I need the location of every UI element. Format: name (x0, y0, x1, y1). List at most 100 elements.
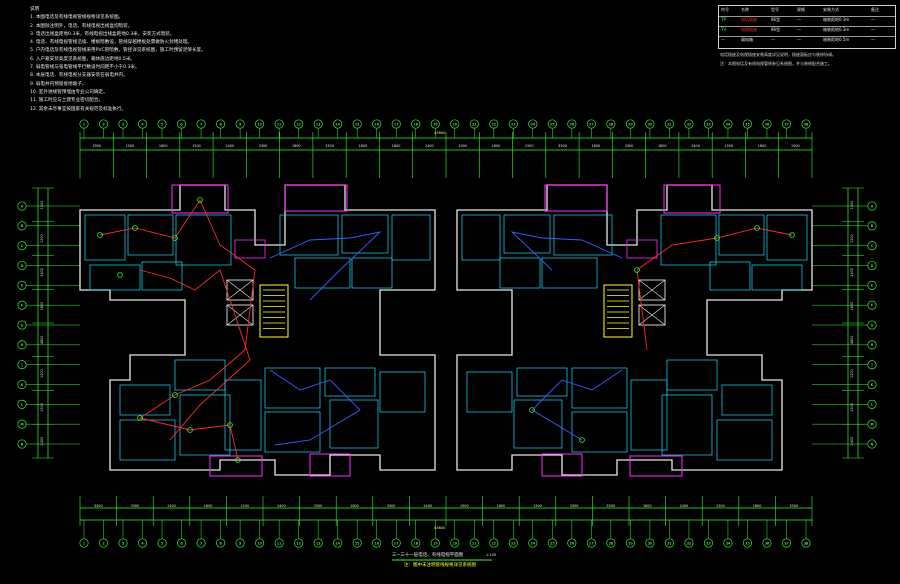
axis-bubble-icon (867, 360, 877, 370)
dimension-label: 1800 (40, 302, 44, 311)
axis-bubble-icon (17, 379, 27, 390)
legend-cell: 电话插座 (741, 17, 757, 22)
legend-cell: 备注 (871, 7, 879, 12)
room-outline (175, 214, 232, 266)
axis-bubble-icon (489, 538, 499, 548)
axis-bubble-label: 10 (257, 122, 262, 126)
axis-bubble-icon (411, 119, 421, 129)
axis-bubble-icon (79, 119, 89, 129)
axis-bubble-icon (742, 119, 753, 129)
dimension-label: 1800 (643, 504, 652, 508)
axis-bubble-label: 4 (141, 541, 144, 545)
dimension-label: 3300 (570, 504, 579, 508)
balcony-outline (544, 184, 608, 212)
room-outline (709, 261, 751, 291)
axis-bubble-icon (118, 119, 128, 129)
axis-bubble-label: 15 (355, 541, 360, 545)
legend-cell: TP (721, 17, 726, 22)
axis-bubble-icon (469, 538, 479, 548)
tv-conduit (531, 369, 623, 441)
socket-icon (172, 392, 178, 398)
legend-row: TP 电话插座 86型 — 暗装距地0.3m — (719, 16, 895, 27)
axis-bubble-label: 1 (83, 541, 85, 545)
axis-bubble-label: 20 (452, 541, 457, 545)
axis-bubble-icon (79, 538, 89, 548)
axis-bubble-icon (801, 538, 811, 548)
axis-bubble-icon (867, 241, 877, 251)
legend-cell: TV (721, 27, 727, 32)
balcony-outline (309, 453, 351, 477)
axis-bubble-label: 19 (433, 122, 438, 126)
axis-bubble-label: 29 (628, 541, 633, 545)
axis-bubble-label: 4 (141, 122, 144, 126)
axis-bubble-label: 22 (491, 541, 496, 545)
axis-bubble-label: C (21, 244, 24, 248)
axis-bubble-label: 30 (648, 541, 653, 545)
axis-bubble-label: 2 (102, 122, 104, 126)
axis-bubble-label: 8 (219, 122, 222, 126)
axis-bubble-label: A (871, 204, 874, 208)
axis-bubble-icon (255, 538, 265, 548)
dimension-label: 4800 (40, 336, 44, 345)
dimension-label: 1800 (358, 144, 367, 148)
axis-bubble-icon (17, 419, 27, 429)
axis-bubble-label: 36 (765, 541, 770, 545)
dimension-label: 1800 (591, 144, 600, 148)
dimension-label: 1200 (40, 369, 44, 378)
axis-bubble-label: C (871, 244, 874, 248)
legend-row: TV 电视插座 86型 — 暗装距地0.3m — (719, 26, 895, 37)
room-outline (751, 264, 803, 291)
room-outline (513, 399, 563, 449)
axis-bubble-icon (625, 119, 635, 129)
room-outline (351, 257, 393, 289)
room-outline (89, 264, 141, 291)
dimension-label: 3300 (387, 504, 396, 508)
axis-bubble-label: 19 (433, 541, 438, 545)
dimension-label: 1500 (192, 144, 201, 148)
elevator-shaft (226, 304, 254, 326)
axis-bubble-icon (867, 201, 877, 211)
axis-bubble-label: 36 (765, 122, 770, 126)
socket-icon (117, 272, 123, 278)
axis-bubble-icon (489, 119, 499, 129)
axis-bubble-icon (586, 538, 596, 548)
balcony-outline (626, 239, 658, 259)
dimension-label: 1500 (240, 504, 249, 508)
drawing-subtitle: 注：图中未注明管线规格详见系统图 (404, 563, 476, 568)
axis-bubble-label: 23 (511, 122, 516, 126)
axis-bubble-label: B (871, 224, 874, 228)
axis-bubble-label: 16 (374, 122, 379, 126)
room-outline (84, 214, 126, 261)
note-item: 9. 弱电井内预留接地端子。 (30, 81, 87, 87)
axis-bubble-icon (528, 538, 538, 548)
axis-bubble-icon (450, 119, 460, 129)
note-item: 4. 电话、有线电视管线沿墙、楼板暗敷设，管线穿越楼板处需做防火封堵处理。 (30, 40, 193, 46)
legend-cell: 暗装距地0.3m (823, 27, 850, 32)
axis-bubble-label: 15 (355, 122, 360, 126)
elevator-shaft (638, 279, 666, 301)
room-outline (391, 214, 431, 261)
room-outline (571, 367, 628, 409)
dimension-label: 1500 (791, 144, 800, 148)
axis-bubble-label: 13 (316, 541, 321, 545)
balcony-outline (284, 184, 348, 212)
axis-bubble-label: 25 (550, 541, 555, 545)
building-outline (79, 184, 436, 476)
balcony-outline (171, 184, 229, 214)
socket-icon (789, 232, 795, 238)
axis-bubble-icon (177, 119, 187, 129)
axis-bubble-icon (17, 340, 27, 350)
legend-cell: — (721, 37, 725, 42)
axis-bubble-label: J (20, 363, 22, 367)
axis-bubble-icon (664, 538, 674, 548)
axis-bubble-icon (98, 538, 109, 548)
room-outline (119, 419, 176, 461)
dimension-label: 3300 (94, 504, 103, 508)
axis-bubble-label: 7 (200, 541, 202, 545)
axis-bubble-icon (450, 538, 460, 548)
axis-bubble-label: M (20, 422, 23, 426)
axis-bubble-label: 13 (316, 122, 321, 126)
dimension-label: 1200 (40, 234, 44, 243)
legend-cell: 电视插座 (741, 27, 757, 32)
room-outline (503, 214, 551, 254)
